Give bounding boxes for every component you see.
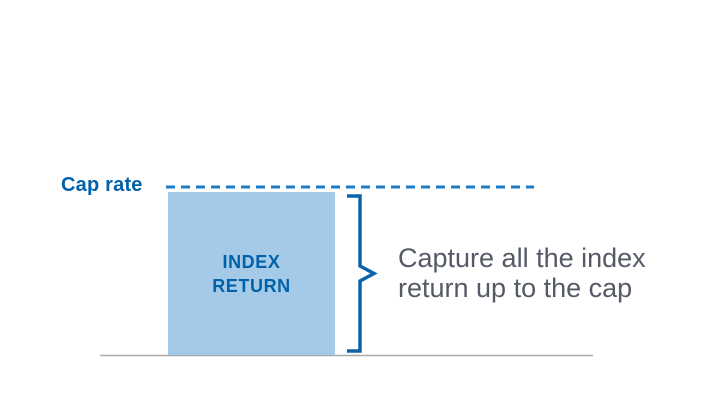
- annotation-text: Capture all the index return up to the c…: [398, 243, 646, 303]
- index-return-label-line2: RETURN: [212, 276, 291, 296]
- range-brace-icon: [347, 194, 378, 353]
- annotation-line2: return up to the cap: [398, 273, 633, 303]
- index-return-bar: INDEX RETURN: [168, 192, 335, 355]
- index-return-label-line1: INDEX: [222, 252, 281, 272]
- index-return-bar-label: INDEX RETURN: [168, 250, 335, 298]
- cap-rate-label: Cap rate: [61, 174, 143, 196]
- annotation-line1: Capture all the index: [398, 243, 646, 273]
